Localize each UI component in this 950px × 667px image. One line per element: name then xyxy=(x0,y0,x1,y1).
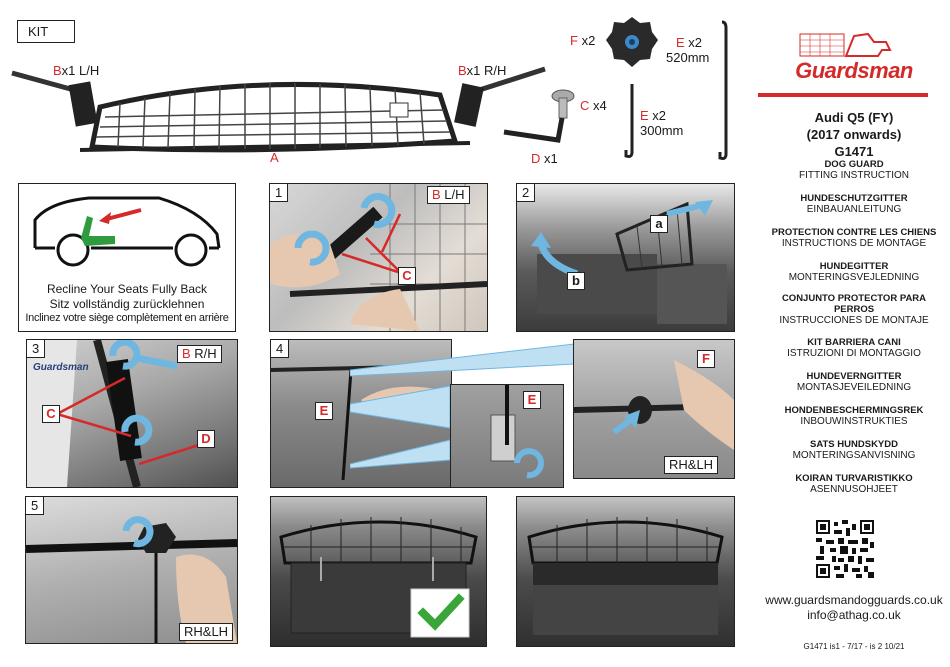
final-photo-1-drawing xyxy=(279,517,478,638)
language-subheading: EINBAUANLEITUNG xyxy=(806,204,902,215)
recline-text-fr: Inclinez votre siège complètement en arr… xyxy=(25,312,229,324)
language-heading: SATS HUNDSKYDD xyxy=(810,439,898,450)
language-subheading: INSTRUCTIONS DE MONTAGE xyxy=(781,238,927,249)
step-3-number: 3 xyxy=(27,340,46,358)
language-subheading: MONTERINGSANVISNING xyxy=(792,450,916,461)
bolt-c-illustration xyxy=(551,89,575,119)
brand-rule xyxy=(758,93,928,97)
part-b-right-label: Bx1 R/H xyxy=(458,63,507,78)
language-heading: PROTECTION CONTRE LES CHIENS xyxy=(771,227,937,238)
guard-a-illustration xyxy=(11,66,546,153)
allen-key-d-illustration xyxy=(503,117,565,143)
language-heading: HONDENBESCHERMINGSREK xyxy=(784,405,924,416)
step-1-panel: 1 B L/H C xyxy=(269,183,488,332)
step-3-drawing xyxy=(27,340,203,487)
car-side-illustration xyxy=(33,196,221,267)
language-heading: CONJUNTO PROTECTOR PARA PERROS xyxy=(781,293,927,315)
step-2-number: 2 xyxy=(517,184,536,202)
language-heading: HUNDEGITTER xyxy=(819,261,889,272)
vehicle-years: (2017 onwards) xyxy=(806,127,902,142)
part-e-long-label: E x2 520mm xyxy=(666,35,710,65)
part-a-label: A xyxy=(270,150,279,165)
step-5-drawing xyxy=(26,516,237,643)
document-revision: G1471 is1 - 7/17 - is 2 10/21 xyxy=(803,642,905,651)
language-heading: KIT BARRIERA CANI xyxy=(807,337,901,348)
step-3-bracket-label: B R/H xyxy=(177,345,222,363)
step-2-callout-a: a xyxy=(650,215,668,233)
brand-sidebar: Guardsman Audi Q5 (FY) (2017 onwards) G1… xyxy=(758,0,950,667)
part-d-label: D x1 xyxy=(531,151,558,166)
step-4-number: 4 xyxy=(271,340,290,358)
recline-text-en: Recline Your Seats Fully Back xyxy=(46,282,208,296)
kit-title-box: KIT xyxy=(17,20,75,43)
step-4-detail-e-drawing xyxy=(490,385,544,479)
language-heading: HUNDEVERNGITTER xyxy=(806,371,902,382)
part-f-label: F x2 xyxy=(570,33,596,48)
step-2-drawing xyxy=(531,200,727,324)
kit-title: KIT xyxy=(28,24,49,39)
hook-e-short-illustration xyxy=(624,84,634,158)
step-4-detail-f-panel: F RH&LH xyxy=(573,339,735,479)
step-4-side-label: RH&LH xyxy=(664,456,719,474)
part-e-short-label: E x2 300mm xyxy=(640,108,684,138)
step-2-panel: 2 a b xyxy=(516,183,735,332)
language-heading: KOIRAN TURVARISTIKKO xyxy=(795,473,913,484)
final-photo-1 xyxy=(270,496,487,647)
step-5-side-label: RH&LH xyxy=(179,623,234,641)
step-3-logo: Guardsman xyxy=(33,362,89,373)
language-subheading: MONTERINGSVEJLEDNING xyxy=(788,272,920,283)
step-5-panel: 5 RH&LH xyxy=(25,496,238,644)
step-3-callout-c: C xyxy=(42,405,60,423)
brand-name: Guardsman xyxy=(795,58,913,83)
step-1-drawing xyxy=(270,184,487,331)
step-4-detail-callout-f: F xyxy=(697,350,715,368)
language-subheading: FITTING INSTRUCTION xyxy=(799,170,909,181)
hook-e-long-illustration xyxy=(718,20,728,160)
step-1-bracket-label: B L/H xyxy=(427,186,470,204)
email-link[interactable]: info@athag.co.uk xyxy=(807,608,901,622)
step-1-callout-c: C xyxy=(398,267,416,285)
step-3-callout-d: D xyxy=(197,430,215,448)
language-subheading: ISTRUZIONI DI MONTAGGIO xyxy=(787,348,921,359)
step-4-detail-callout-e: E xyxy=(523,391,541,409)
recline-panel: Recline Your Seats Fully Back Sitz volls… xyxy=(18,183,236,332)
step-1-number: 1 xyxy=(270,184,289,202)
step-3-panel: Guardsman 3 B R/H C D xyxy=(26,339,238,488)
final-photo-2-drawing xyxy=(527,517,724,635)
vehicle-name: Audi Q5 (FY) xyxy=(814,110,894,125)
step-4-callout-e: E xyxy=(315,402,333,420)
qr-code-icon xyxy=(816,520,874,578)
guardsman-logo-icon xyxy=(799,32,892,57)
step-4-zoom-connectors xyxy=(350,343,575,469)
knob-f-illustration xyxy=(606,17,658,67)
language-heading: DOG GUARD xyxy=(824,159,884,170)
language-subheading: MONTASJEVEILEDNING xyxy=(796,382,912,393)
language-subheading: INBOUWINSTRUKTIES xyxy=(800,416,908,427)
step-2-callout-b: b xyxy=(567,272,585,290)
product-code: G1471 xyxy=(834,144,874,159)
language-subheading: ASENNUSOHJEET xyxy=(810,484,898,495)
website-link[interactable]: www.guardsmandogguards.co.uk xyxy=(765,593,943,607)
final-photo-2 xyxy=(516,496,735,647)
part-c-label: C x4 xyxy=(580,98,607,113)
language-subheading: INSTRUCCIONES DE MONTAJE xyxy=(779,315,929,326)
language-heading: HUNDESCHUTZGITTER xyxy=(800,193,908,204)
step-5-number: 5 xyxy=(26,497,45,515)
step-4-detail-e-panel: E xyxy=(450,384,564,488)
part-b-left-label: Bx1 L/H xyxy=(53,63,100,78)
recline-text-de: Sitz vollständig zurücklehnen xyxy=(49,297,205,311)
step-4-detail-f-drawing xyxy=(574,360,734,450)
